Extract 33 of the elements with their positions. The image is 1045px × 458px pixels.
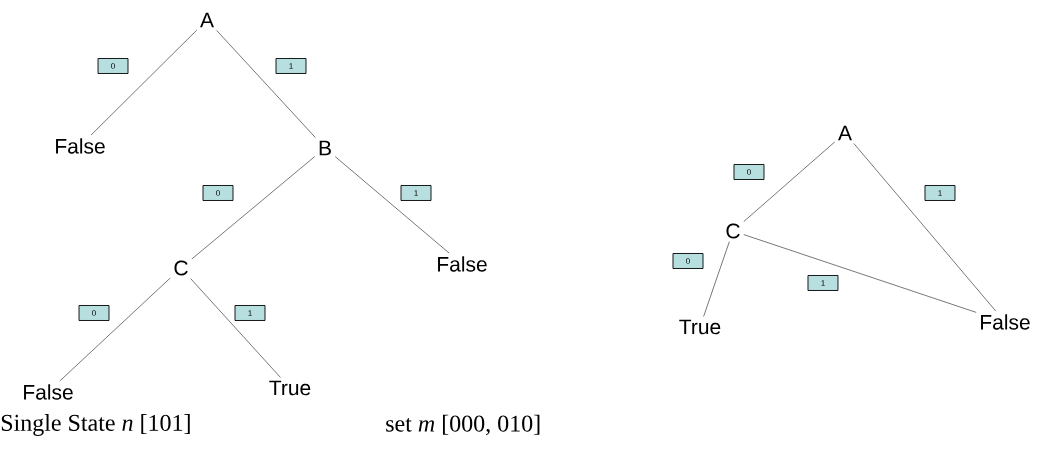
edge-label: 1	[275, 58, 307, 74]
node-label: True	[269, 380, 311, 396]
node-label: B	[319, 140, 331, 156]
edge-label: 1	[924, 185, 956, 201]
edge-label: 0	[97, 58, 129, 74]
edge-line	[853, 143, 997, 312]
node-label: True	[679, 319, 721, 335]
edge-line	[191, 156, 316, 260]
edge-label: 0	[672, 253, 704, 269]
node-label: A	[200, 12, 214, 28]
edge-line	[216, 30, 316, 138]
node-label: A	[838, 125, 852, 141]
caption-text: set m [000, 010]	[386, 414, 540, 436]
edge-line	[743, 234, 977, 313]
node-label: C	[174, 260, 188, 276]
edge-line	[190, 278, 281, 378]
edge-label: 0	[733, 164, 765, 180]
node-label: False	[438, 256, 487, 272]
edge-label: 0	[202, 185, 234, 201]
edge-label: 0	[78, 305, 110, 321]
node-label: False	[56, 138, 105, 154]
edge-line	[59, 277, 171, 382]
edge-line	[334, 156, 450, 254]
edge-line	[703, 241, 730, 317]
caption-text: Single State n [101]	[1, 414, 190, 436]
edge-line	[743, 141, 836, 222]
edge-label: 1	[400, 185, 432, 201]
node-label: False	[24, 384, 73, 400]
node-label: False	[981, 314, 1030, 330]
edge-label: 1	[807, 275, 839, 291]
edge-label: 1	[234, 305, 266, 321]
node-label: C	[726, 223, 740, 239]
edge-line	[90, 29, 198, 136]
